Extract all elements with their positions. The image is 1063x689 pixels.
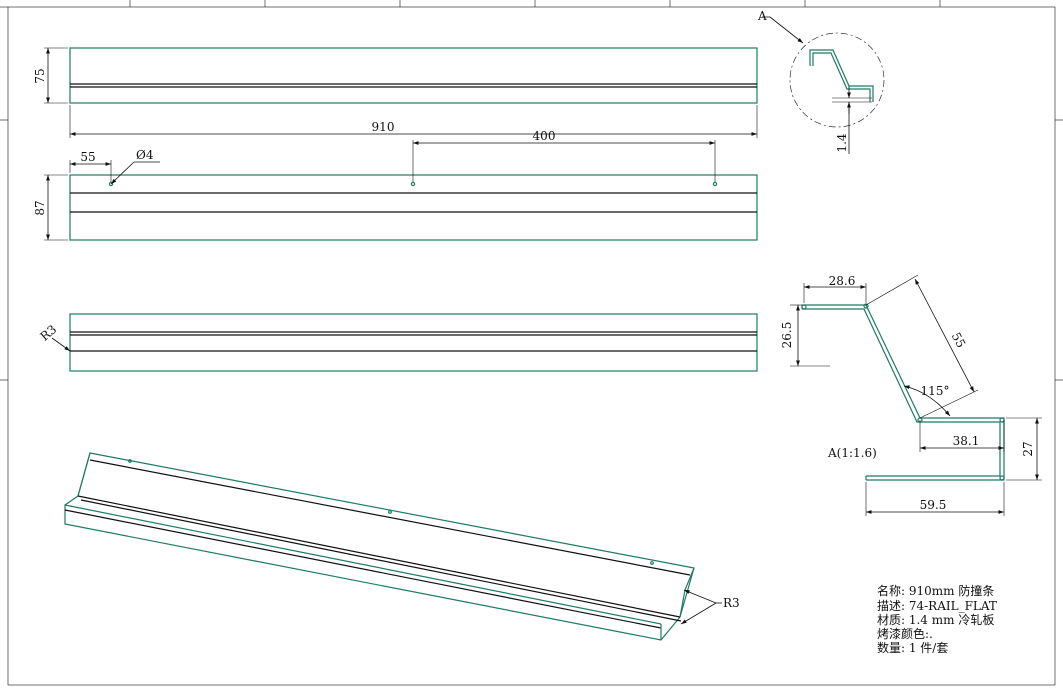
title-block: 名称: 910mm 防撞条 描述: 74-RAIL_FLAT 材质: 1.4 m… [877, 583, 997, 655]
title-paint: 烤漆颜色:. [877, 626, 933, 641]
dim-height-87: 87 [33, 200, 47, 215]
detail-callout-label: A [757, 9, 767, 23]
detail-a-profile: 28.6 26.5 55 115° 38.1 27 59.5 A(1:1.6) [780, 274, 1042, 516]
dim-height-75: 75 [33, 68, 47, 83]
detail-dim-angle: 115° [921, 384, 950, 398]
detail-dim-38-1: 38.1 [953, 434, 980, 448]
title-material: 材质: 1.4 mm 冷轧板 [877, 613, 994, 627]
mounting-hole-2 [410, 181, 416, 187]
detail-circle-a: A 1.4 [757, 9, 885, 154]
detail-dim-26-5: 26.5 [780, 322, 794, 349]
dim-hole-diameter: Ø4 [136, 148, 154, 162]
dim-length-910: 910 [372, 120, 395, 134]
top-view: 75 910 [33, 47, 758, 138]
dim-radius-r3-iso: R3 [723, 596, 740, 610]
front-view: 87 55 Ø4 400 [33, 129, 758, 241]
bottom-view: R3 [38, 313, 758, 372]
dim-spacing-400: 400 [533, 129, 556, 143]
detail-dim-55: 55 [949, 330, 969, 350]
detail-dim-28-6: 28.6 [829, 274, 856, 288]
title-quantity: 数量: 1 件/套 [877, 640, 948, 655]
title-description: 描述: 74-RAIL_FLAT [877, 599, 997, 613]
isometric-view: R3 [64, 452, 740, 641]
detail-dim-27: 27 [1021, 441, 1035, 456]
mounting-hole-3 [712, 181, 718, 187]
detail-scale-label: A(1:1.6) [827, 446, 877, 460]
title-name: 名称: 910mm 防撞条 [877, 583, 994, 598]
dim-thickness-1-4: 1.4 [835, 133, 849, 152]
dim-offset-55: 55 [80, 150, 95, 164]
detail-dim-59-5: 59.5 [920, 498, 947, 512]
